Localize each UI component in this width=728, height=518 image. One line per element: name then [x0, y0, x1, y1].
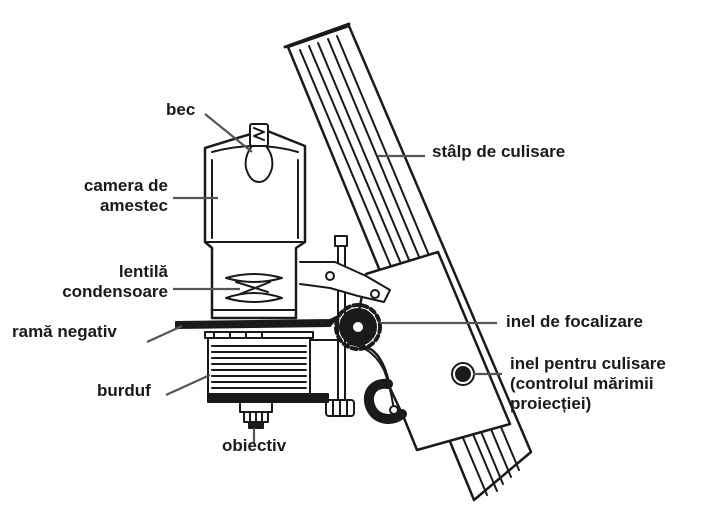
label-obiectiv: obiectiv — [222, 436, 287, 455]
condenser-lenses — [211, 273, 297, 311]
label-camera-de-amestec: camera de amestec — [30, 176, 168, 216]
negative-carrier — [175, 315, 339, 342]
label-rama-negativ: ramă negativ — [12, 322, 117, 341]
lens — [239, 401, 273, 429]
label-stalp-de-culisare: stâlp de culisare — [432, 142, 566, 161]
adjust-hook — [363, 378, 407, 424]
slide-lock-ring — [451, 362, 475, 386]
leader-bec — [204, 113, 253, 153]
carriage-bracket — [299, 250, 512, 452]
label-bec: bec — [166, 100, 196, 119]
label-lentila-condensoare: lentilă condensoare — [40, 262, 168, 302]
leader-rama — [146, 324, 183, 344]
label-lentila-line2: condensoare — [62, 282, 168, 301]
label-inel-culisare-line2: (controlul mărimii — [510, 374, 654, 393]
focus-knob — [334, 303, 382, 351]
label-inel-de-focalizare: inel de focalizare — [506, 312, 643, 331]
bulb — [244, 123, 274, 183]
label-inel-pentru-culisare: inel pentru culisare (controlul mărimii … — [510, 354, 666, 414]
label-burduf: burduf — [97, 381, 151, 400]
label-camera-line1: camera de — [83, 176, 168, 195]
leader-lines — [146, 113, 502, 444]
label-lentila-line1: lentilă — [118, 262, 168, 281]
label-camera-line2: amestec — [99, 196, 168, 215]
bellows — [207, 337, 339, 403]
label-inel-culisare-line3: proiecției) — [510, 394, 592, 413]
label-inel-culisare-line1: inel pentru culisare — [510, 354, 666, 373]
leader-burduf — [165, 373, 211, 397]
